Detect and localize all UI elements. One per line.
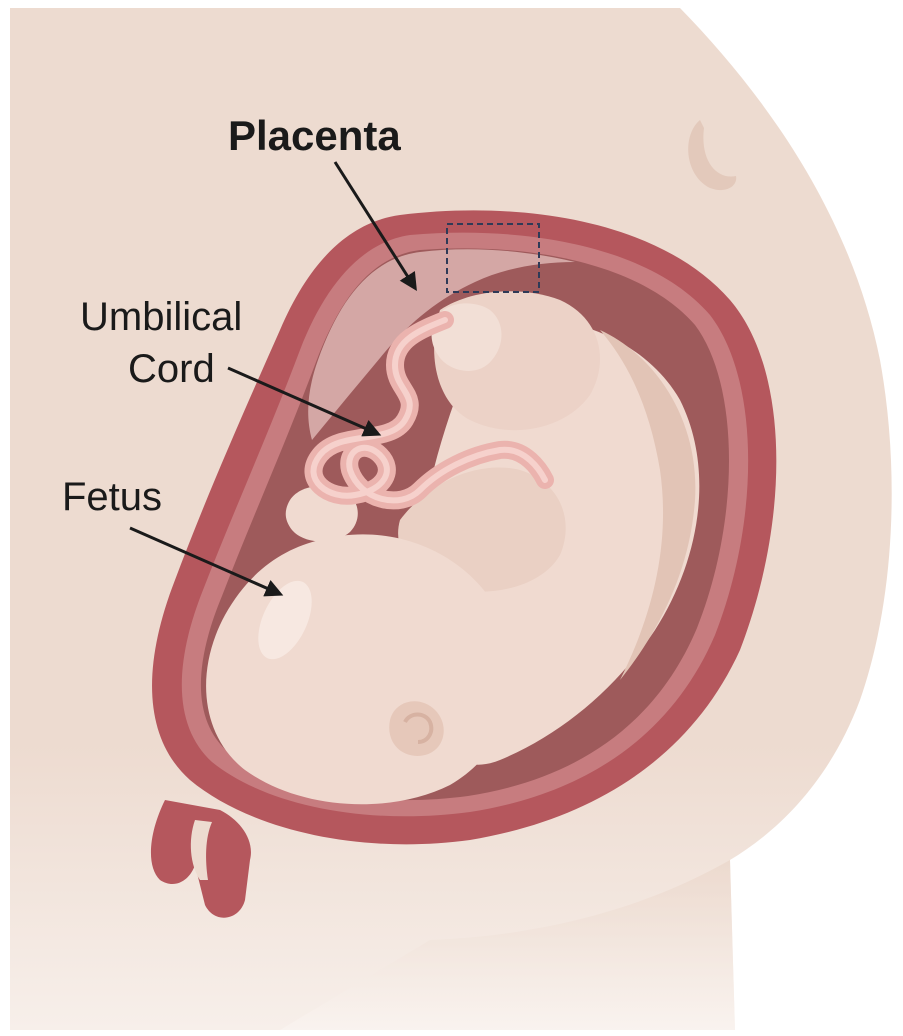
placenta-label: Placenta	[228, 112, 401, 159]
umbilical-label-line2: Cord	[128, 347, 215, 391]
fetus-label: Fetus	[62, 475, 162, 519]
umbilical-label-line1: Umbilical	[80, 295, 242, 339]
